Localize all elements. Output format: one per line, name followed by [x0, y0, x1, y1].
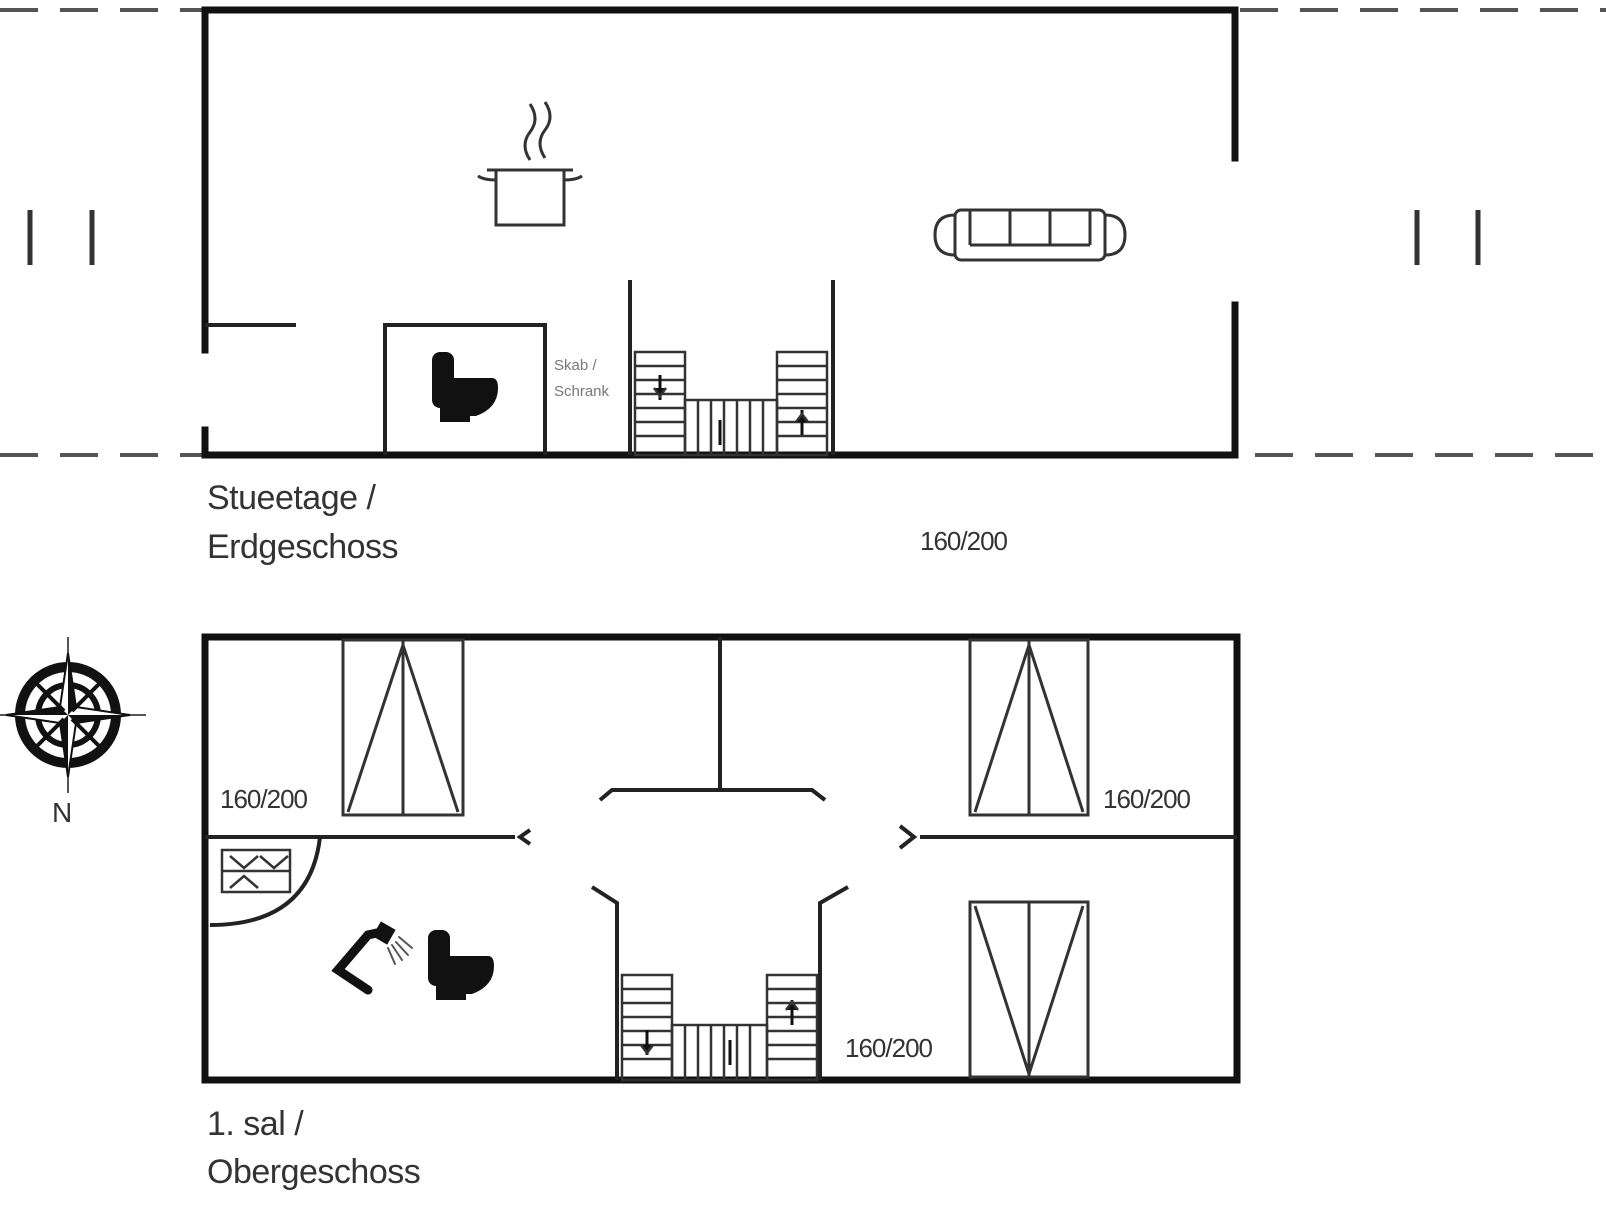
compass-north-label: N	[52, 797, 73, 828]
side-markers	[27, 210, 1481, 265]
staircase-icon	[633, 350, 829, 457]
upper-floor-label-line2: Obergeschoss	[207, 1153, 421, 1191]
toilet-icon	[432, 352, 498, 422]
ground-bed-size: 160/200	[920, 526, 1008, 556]
upper-floor-inner-walls	[205, 637, 1237, 1080]
upper-bed-size-right: 160/200	[1103, 784, 1191, 814]
washing-machine-icon	[220, 848, 292, 894]
ground-floor-label-line2: Erdgeschoss	[207, 528, 399, 566]
staircase-icon	[620, 973, 819, 1082]
toilet-icon	[428, 930, 494, 1000]
utility-label-line2: Schrank	[554, 383, 610, 400]
sofa-icon	[933, 208, 1127, 262]
upper-bed-size-bottom: 160/200	[845, 1033, 933, 1063]
wardrobe-icon	[341, 638, 1090, 1079]
cooking-pot-icon	[477, 101, 583, 227]
property-lines	[0, 8, 1606, 457]
shower-icon	[331, 921, 413, 995]
compass-rose-icon	[0, 637, 146, 793]
utility-label-line1: Skab /	[554, 357, 597, 374]
ground-floor-walls	[201, 6, 1239, 459]
ground-floor-label-line1: Stueetage /	[207, 479, 376, 517]
upper-floor-label-line1: 1. sal /	[207, 1105, 304, 1143]
ground-floor-inner-walls	[205, 280, 835, 455]
upper-bed-size-left: 160/200	[220, 784, 308, 814]
